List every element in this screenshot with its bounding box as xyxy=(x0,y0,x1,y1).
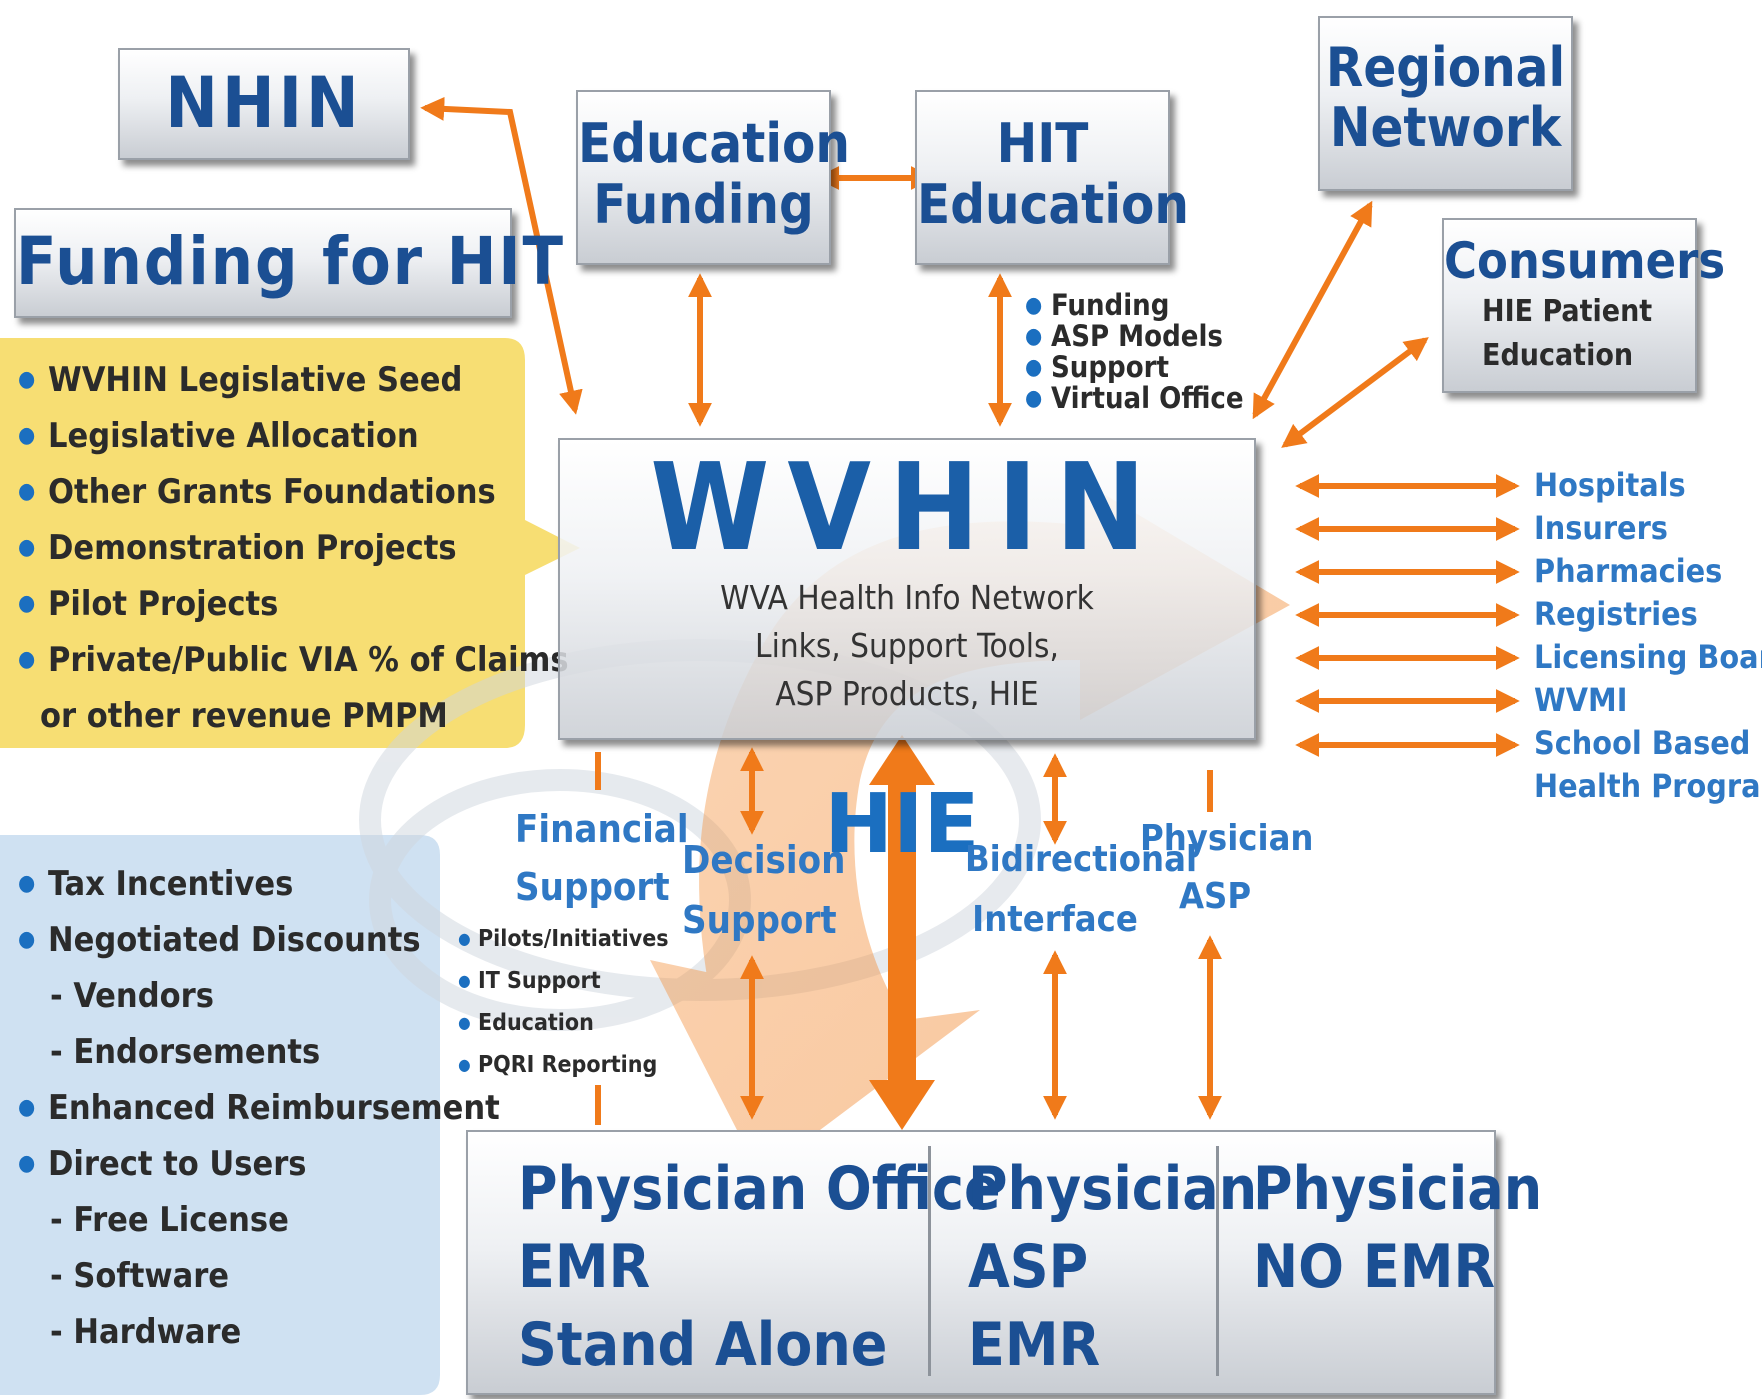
bidirectional-line1: Bidirectional xyxy=(965,839,1198,880)
list-item: - Endorsements xyxy=(50,1032,321,1072)
consumers-title: Consumers xyxy=(1444,232,1726,290)
stakeholder-health-program: Health Program xyxy=(1534,767,1762,805)
physician-asp-section-line3: EMR xyxy=(968,1310,1101,1380)
physician-boxes: Physician Office EMR Stand Alone Physici… xyxy=(466,1130,1542,1395)
nhin-label: NHIN xyxy=(165,62,363,144)
stakeholder-school-based: School Based xyxy=(1534,724,1751,762)
hit-education-box: HIT Education xyxy=(915,90,1189,265)
physician-office-line1: Physician Office xyxy=(518,1154,1001,1224)
arrow-nhin xyxy=(420,96,583,415)
divider xyxy=(928,1146,931,1376)
stakeholder-hospitals: Hospitals xyxy=(1534,466,1686,504)
decision-support-label: Decision Support xyxy=(682,830,846,950)
education-funding-line2: Funding xyxy=(593,173,814,236)
regional-network-box: Regional Network xyxy=(1318,16,1573,191)
hit-education-line2: Education xyxy=(917,173,1189,236)
list-item: - Vendors xyxy=(50,976,214,1016)
list-item: ●Demonstration Projects xyxy=(18,528,457,568)
consumers-line2: Education xyxy=(1482,338,1634,373)
blue-panel-shape xyxy=(0,835,440,1395)
physician-asp-section-line1: Physician xyxy=(968,1154,1258,1224)
yellow-panel-shape xyxy=(0,338,580,748)
list-item: ●Enhanced Reimbursement xyxy=(18,1088,500,1128)
physician-office-section: Physician Office EMR Stand Alone xyxy=(518,1150,1001,1384)
physician-asp-line1: Physician xyxy=(1140,818,1314,859)
decision-support-line1: Decision xyxy=(682,838,846,882)
financial-support-line1: Financial xyxy=(515,807,689,851)
bidirectional-line2: Interface xyxy=(972,899,1138,940)
list-item: ●Pilots/Initiatives xyxy=(458,926,669,952)
list-item: ●Legislative Allocation xyxy=(18,416,419,456)
stakeholder-insurers: Insurers xyxy=(1534,509,1668,547)
hit-education-line1: HIT xyxy=(996,112,1089,175)
wvhin-sub1: WVA Health Info Network xyxy=(720,578,1094,617)
nhin-box: NHIN xyxy=(118,48,410,160)
wvhin-box: WVHIN WVA Health Info Network Links, Sup… xyxy=(558,438,1256,740)
consumers-line1: HIE Patient xyxy=(1482,294,1653,329)
physician-asp-label: Physician ASP xyxy=(1140,810,1314,926)
financial-support-label: Financial Support xyxy=(515,800,689,916)
regional-network-line2: Network xyxy=(1329,96,1562,159)
physician-no-emr-section: Physician NO EMR xyxy=(1253,1150,1542,1306)
bidirectional-interface-label: Bidirectional Interface xyxy=(965,830,1198,950)
list-item-continuation: or other revenue PMPM xyxy=(40,696,448,736)
financial-support-list: ●Pilots/Initiatives ●IT Support ●Educati… xyxy=(458,918,669,1086)
stakeholders-list: Hospitals Insurers Pharmacies Registries… xyxy=(1534,464,1762,808)
list-item: ●WVHIN Legislative Seed xyxy=(18,360,463,400)
list-item: ●Pilot Projects xyxy=(18,584,279,624)
list-item: ●Funding xyxy=(1025,288,1170,322)
consumers-box: Consumers HIE Patient Education xyxy=(1442,218,1726,393)
regional-network-line1: Regional xyxy=(1325,36,1566,99)
wvhin-sub2: Links, Support Tools, xyxy=(755,626,1059,665)
list-item: ●PQRI Reporting xyxy=(458,1052,658,1078)
list-item: ●Education xyxy=(458,1010,594,1036)
list-item: - Software xyxy=(50,1256,230,1296)
stakeholder-registries: Registries xyxy=(1534,595,1698,633)
hit-education-list: ●Funding ●ASP Models ●Support ●Virtual O… xyxy=(1025,290,1244,414)
physician-asp-line2: ASP xyxy=(1178,876,1252,917)
education-funding-box: Education Funding xyxy=(576,90,850,265)
list-item: ●IT Support xyxy=(458,968,601,994)
yellow-panel-list: ●WVHIN Legislative Seed ●Legislative All… xyxy=(18,352,569,744)
list-item: ●Negotiated Discounts xyxy=(18,920,421,960)
stakeholder-pharmacies: Pharmacies xyxy=(1534,552,1723,590)
hie-label: HIE xyxy=(824,777,980,872)
list-item: ●Virtual Office xyxy=(1025,381,1244,415)
physician-asp-section: Physician ASP EMR xyxy=(968,1150,1257,1384)
arrow-consumers xyxy=(1281,337,1429,448)
list-item: ●Support xyxy=(1025,350,1169,384)
blue-panel-list: ●Tax Incentives ●Negotiated Discounts - … xyxy=(18,856,500,1360)
stakeholder-wvmi: WVMI xyxy=(1534,681,1628,719)
list-item: - Hardware xyxy=(50,1312,242,1352)
funding-for-hit-title: Funding for HIT xyxy=(16,223,565,300)
list-item: ●Other Grants Foundations xyxy=(18,472,496,512)
funding-for-hit-box: Funding for HIT xyxy=(14,208,565,318)
financial-support-line2: Support xyxy=(515,865,670,909)
stakeholder-licensing-boards: Licensing Boards xyxy=(1534,638,1762,676)
decision-support-line2: Support xyxy=(682,898,837,942)
physician-no-emr-line1: Physician xyxy=(1253,1154,1543,1224)
list-item: ●Direct to Users xyxy=(18,1144,307,1184)
physician-asp-section-line2: ASP xyxy=(968,1232,1089,1302)
wvhin-sub3: ASP Products, HIE xyxy=(775,674,1039,713)
physician-office-line2: EMR xyxy=(518,1232,651,1302)
physician-office-line3: Stand Alone xyxy=(518,1310,888,1380)
list-item: ●Private/Public VIA % of Claims xyxy=(18,640,569,680)
list-item: - Free License xyxy=(50,1200,289,1240)
wvhin-title: WVHIN xyxy=(650,439,1164,578)
education-funding-line1: Education xyxy=(578,112,850,175)
divider xyxy=(1216,1146,1219,1376)
arrow-regional xyxy=(1252,200,1373,420)
list-item: ●ASP Models xyxy=(1025,319,1223,353)
physician-no-emr-line2: NO EMR xyxy=(1253,1232,1496,1302)
hie-thick-arrow xyxy=(869,735,935,1130)
list-item: ●Tax Incentives xyxy=(18,864,294,904)
